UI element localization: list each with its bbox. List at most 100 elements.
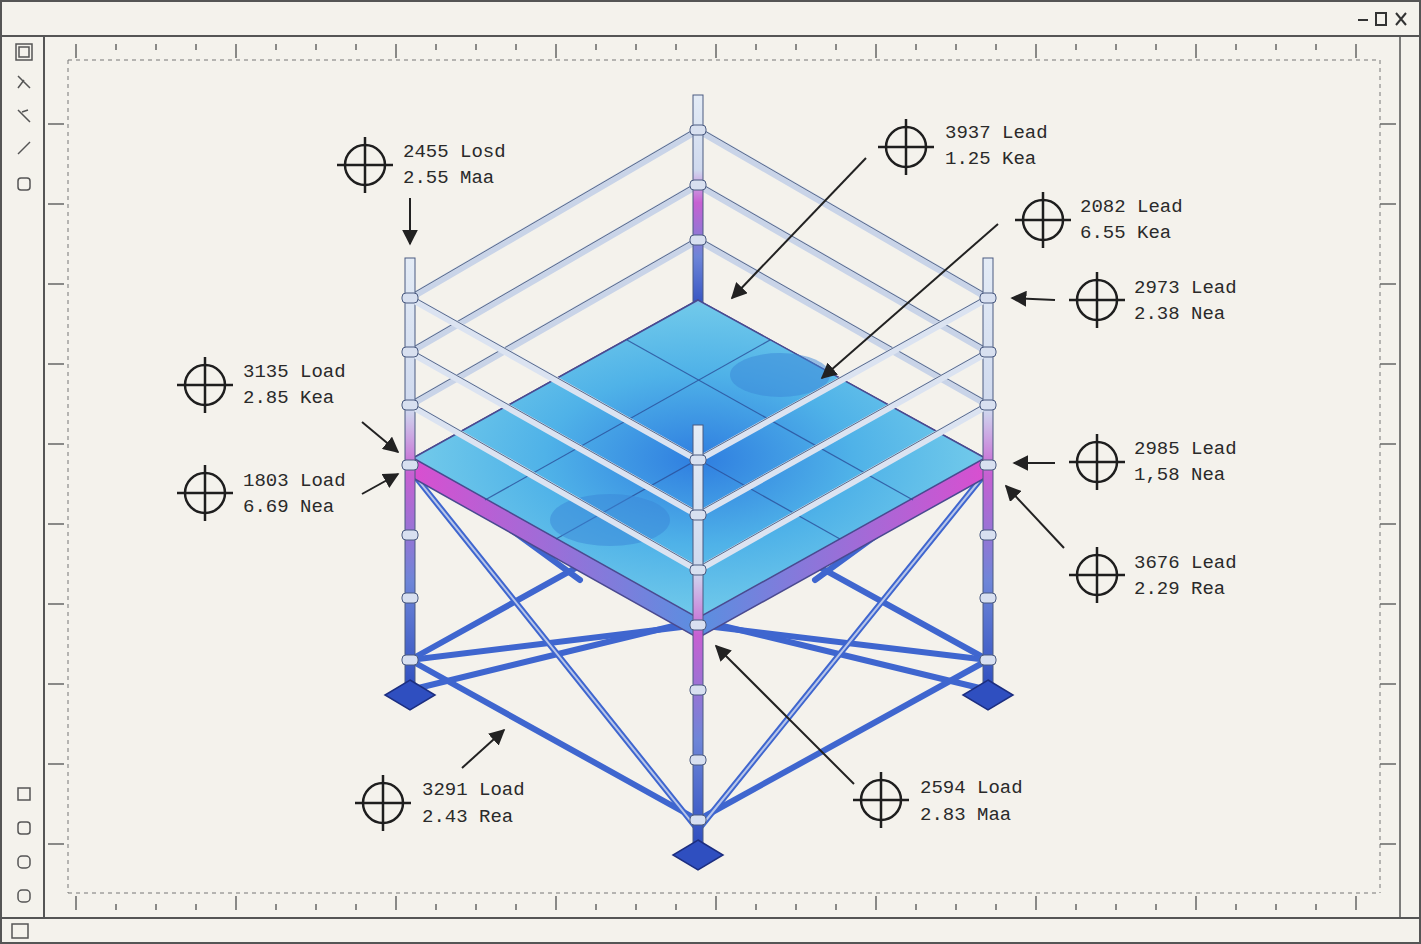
ruler-tick [75,896,77,910]
ruler-tick [1380,603,1396,605]
coupler-collar [690,180,706,190]
ruler-tick [995,904,997,910]
ruler-tick [115,44,117,50]
coupler-collar [402,655,418,665]
coupler-collar [690,235,706,245]
coupler-collar [980,460,996,470]
ruler-tick [955,44,957,50]
ruler-tick [555,896,557,910]
ruler-tick [795,904,797,910]
ruler-tick [755,44,757,50]
ruler-tick [595,44,597,50]
ruler-tick [235,44,237,58]
ruler-tick [555,44,557,58]
ruler-tick [315,44,317,50]
ruler-tick [955,904,957,910]
ruler-tick [1235,44,1237,50]
ruler-tick [475,904,477,910]
stress-value: 2.85 Kea [241,387,336,409]
ruler-tick [1380,283,1396,285]
coupler-collar [402,460,418,470]
coupler-collar [402,593,418,603]
ruler-tick [1035,44,1037,58]
ruler-tick [48,843,64,845]
ruler-tick [48,603,64,605]
ruler-tick [395,44,397,58]
ruler-tick [48,443,64,445]
ruler-tick [1380,203,1396,205]
target-symbol [1069,434,1125,490]
ruler-tick [755,904,757,910]
ruler-tick [1380,523,1396,525]
stress-value: 2.83 Maa [918,804,1013,826]
ruler-tick [315,904,317,910]
ruler-tick [1035,896,1037,910]
coupler-collar [690,455,706,465]
ruler-tick [1195,896,1197,910]
load-value: 2455 Losd [401,141,508,163]
ruler-tick [1115,904,1117,910]
ruler-tick [195,904,197,910]
target-symbol [177,357,233,413]
ruler-tick [235,896,237,910]
ruler-tick [1380,763,1396,765]
load-value: 2594 Load [918,777,1025,799]
target-symbol [355,775,411,831]
ruler-tick [475,44,477,50]
coupler-collar [980,293,996,303]
ruler-tick [75,44,77,58]
coupler-collar [402,347,418,357]
coupler-collar [980,400,996,410]
ruler-tick [395,896,397,910]
ruler-tick [1380,683,1396,685]
ruler-tick [48,523,64,525]
coupler-collar [980,655,996,665]
coupler-collar [402,293,418,303]
load-value: 1803 Load [241,470,348,492]
ruler-tick [1235,904,1237,910]
target-symbol [878,119,934,175]
ruler-tick [715,896,717,910]
load-value: 3676 Lead [1132,552,1239,574]
coupler-collar [402,530,418,540]
ruler-tick [195,44,197,50]
ruler-tick [675,904,677,910]
target-symbol [1069,272,1125,328]
stress-value: 2.38 Nea [1132,303,1227,325]
ruler-tick [1155,44,1157,50]
coupler-collar [690,125,706,135]
ruler-tick [1075,44,1077,50]
ruler-tick [1380,443,1396,445]
load-value: 3291 Load [420,779,527,801]
ruler-tick [1115,44,1117,50]
ruler-tick [1275,44,1277,50]
coupler-collar [690,565,706,575]
target-symbol [1015,192,1071,248]
target-symbol [177,465,233,521]
coupler-collar [690,510,706,520]
ruler-tick [1155,904,1157,910]
load-value: 2973 Lead [1132,277,1239,299]
ruler-tick [275,44,277,50]
ruler-tick [915,44,917,50]
coupler-collar [690,815,706,825]
ruler-tick [48,123,64,125]
ruler-tick [835,904,837,910]
coupler-collar [690,685,706,695]
coupler-collar [980,347,996,357]
ruler-tick [1380,843,1396,845]
ruler-tick [48,203,64,205]
load-value: 3135 Load [241,361,348,383]
ruler-tick [1380,363,1396,365]
ruler-tick [835,44,837,50]
ruler-tick [1315,904,1317,910]
ruler-tick [1195,44,1197,58]
ruler-tick [355,44,357,50]
target-symbol [853,772,909,828]
ruler-tick [355,904,357,910]
target-symbol [337,137,393,193]
ruler-tick [1275,904,1277,910]
ruler-tick [48,283,64,285]
ruler-tick [1315,44,1317,50]
stress-value: 2.55 Maa [401,167,496,189]
